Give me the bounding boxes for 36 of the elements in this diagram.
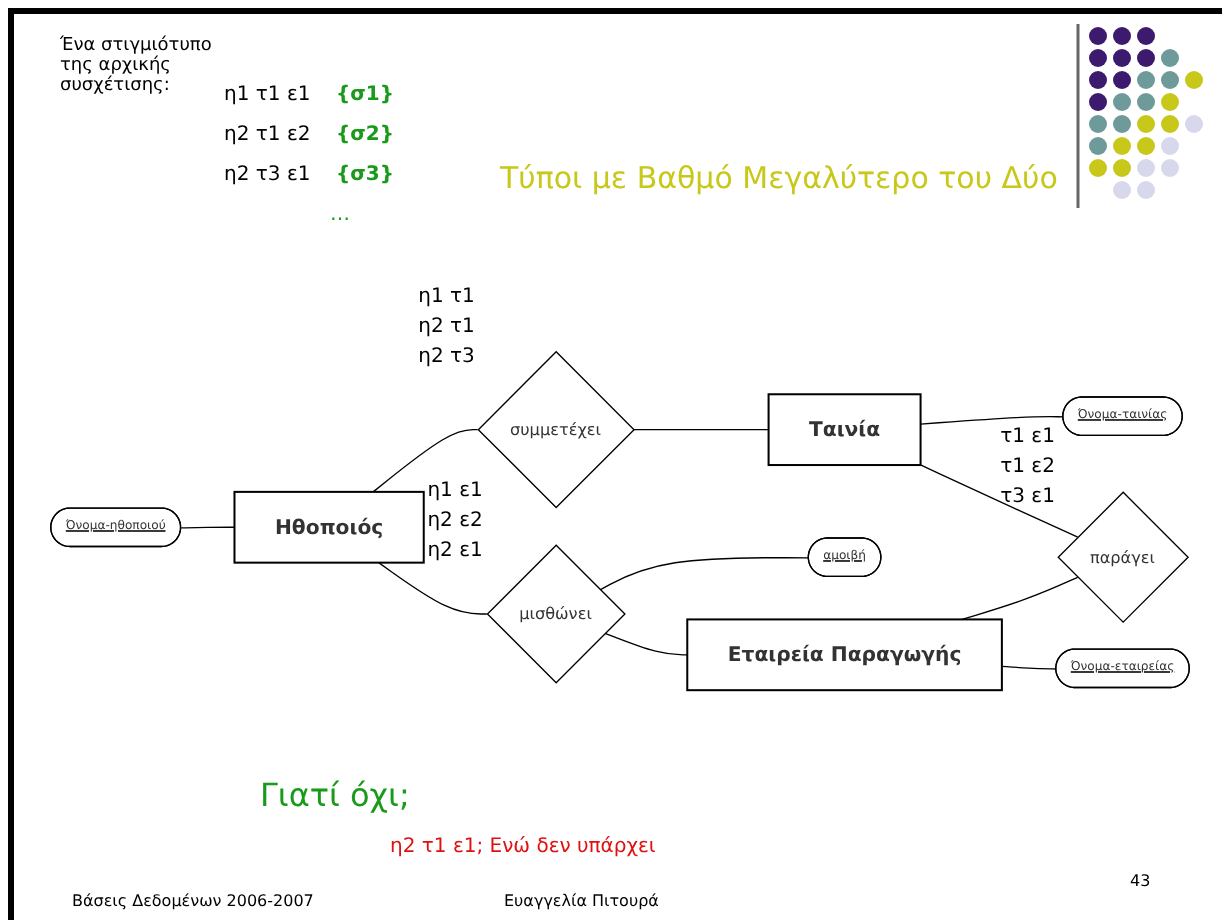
instance-row: η2 τ3 ε1 <box>224 164 311 186</box>
slide-title: Τύποι με Βαθμό Μεγαλύτερο του Δύο <box>500 160 1058 196</box>
node-box: Ταινία <box>767 393 922 467</box>
instance-row: η1 τ1 ε1 <box>224 84 311 106</box>
footer-text: Ευαγγελία Πιτουρά <box>504 892 659 910</box>
connector <box>604 632 688 656</box>
footer-text: Βάσεις Δεδομένων 2006-2007 <box>72 892 314 910</box>
note-text: η2 τ1 ε1; Ενώ δεν υπάρχει <box>390 836 656 858</box>
instance-pair: η2 τ3 <box>418 343 475 372</box>
connector <box>919 464 1079 538</box>
connector <box>919 415 1065 425</box>
instance-pair: τ1 ε2 <box>1000 454 1055 483</box>
instance-pair: τ3 ε1 <box>1000 484 1055 513</box>
instance-pair: η2 ε2 <box>427 507 483 536</box>
tuple-id: {σ1} <box>336 84 394 106</box>
ellipsis: … <box>330 204 350 226</box>
connector <box>180 526 236 529</box>
node-diamond: παράγει <box>1057 491 1190 624</box>
question-text: Γιατί όχι; <box>260 776 410 814</box>
connector <box>632 429 770 431</box>
connector <box>599 557 810 591</box>
instance-pair: η2 ε1 <box>427 537 483 566</box>
instance-pair: η2 τ1 <box>418 313 475 342</box>
instance-row: η2 τ1 ε2 <box>224 124 311 146</box>
connector <box>378 561 488 615</box>
node-box: Ηθοποιός <box>233 490 425 564</box>
connector <box>372 429 479 493</box>
instance-pair: η1 ε1 <box>427 477 483 506</box>
instance-pair: η1 τ1 <box>418 283 475 312</box>
tuple-id: {σ3} <box>336 164 394 186</box>
connector <box>1001 665 1058 670</box>
tuple-id: {σ2} <box>336 124 394 146</box>
node-box: Εταιρεία Παραγωγής <box>686 618 1003 692</box>
page-number: 43 <box>1130 872 1151 890</box>
node-diamond: μισθώνει <box>486 544 626 684</box>
instance-pair: τ1 ε1 <box>1000 424 1055 453</box>
